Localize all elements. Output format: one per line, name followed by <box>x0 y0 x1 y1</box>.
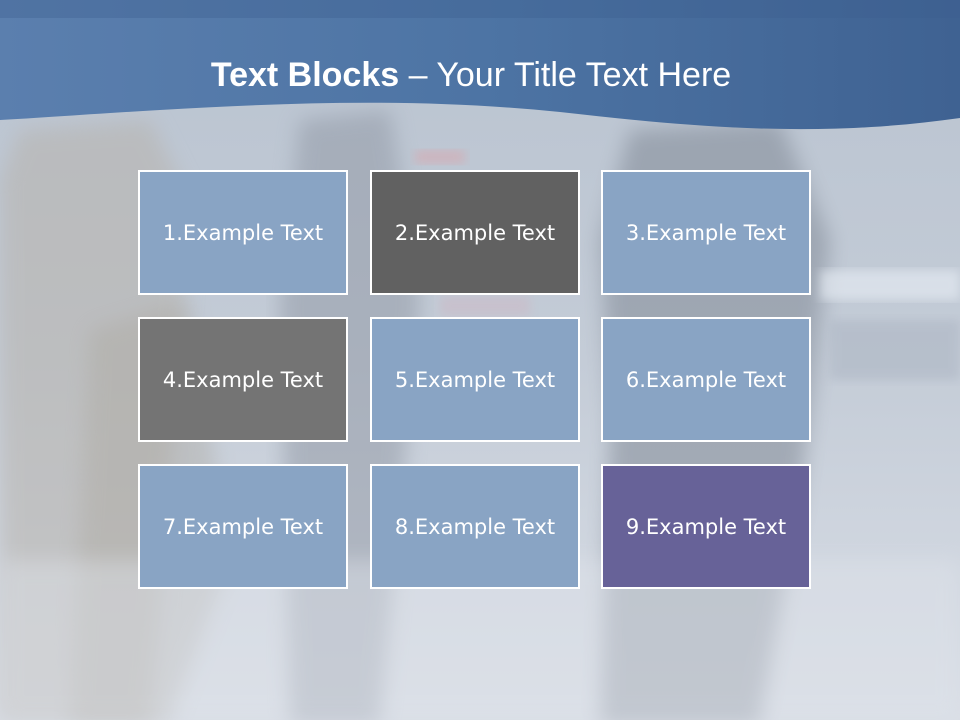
text-block-label: 1.Example Text <box>162 220 324 245</box>
text-block-1: 1.Example Text <box>138 170 348 295</box>
text-block-7: 7.Example Text <box>138 464 348 589</box>
title-bold: Text Blocks <box>210 56 400 94</box>
text-block-label: 4.Example Text <box>162 367 324 392</box>
text-block-5: 5.Example Text <box>370 317 580 442</box>
header-band <box>0 0 960 130</box>
text-block-label: 3.Example Text <box>625 220 787 245</box>
text-block-label: 9.Example Text <box>625 514 787 539</box>
text-block-9: 9.Example Text <box>601 464 811 589</box>
text-block-8: 8.Example Text <box>370 464 580 589</box>
text-block-grid: 1.Example Text 2.Example Text 3.Example … <box>138 170 816 594</box>
text-block-label: 2.Example Text <box>394 220 556 245</box>
title-separator: – <box>399 56 437 94</box>
text-block-label: 8.Example Text <box>394 514 556 539</box>
text-block-6: 6.Example Text <box>601 317 811 442</box>
text-block-3: 3.Example Text <box>601 170 811 295</box>
text-block-4: 4.Example Text <box>138 317 348 442</box>
text-block-label: 6.Example Text <box>625 367 787 392</box>
text-block-label: 5.Example Text <box>394 367 556 392</box>
title-rest: Your Title Text Here <box>436 56 732 94</box>
text-block-label: 7.Example Text <box>162 514 324 539</box>
text-block-2: 2.Example Text <box>370 170 580 295</box>
page-title: Text Blocks – Your Title Text Here <box>0 54 951 96</box>
